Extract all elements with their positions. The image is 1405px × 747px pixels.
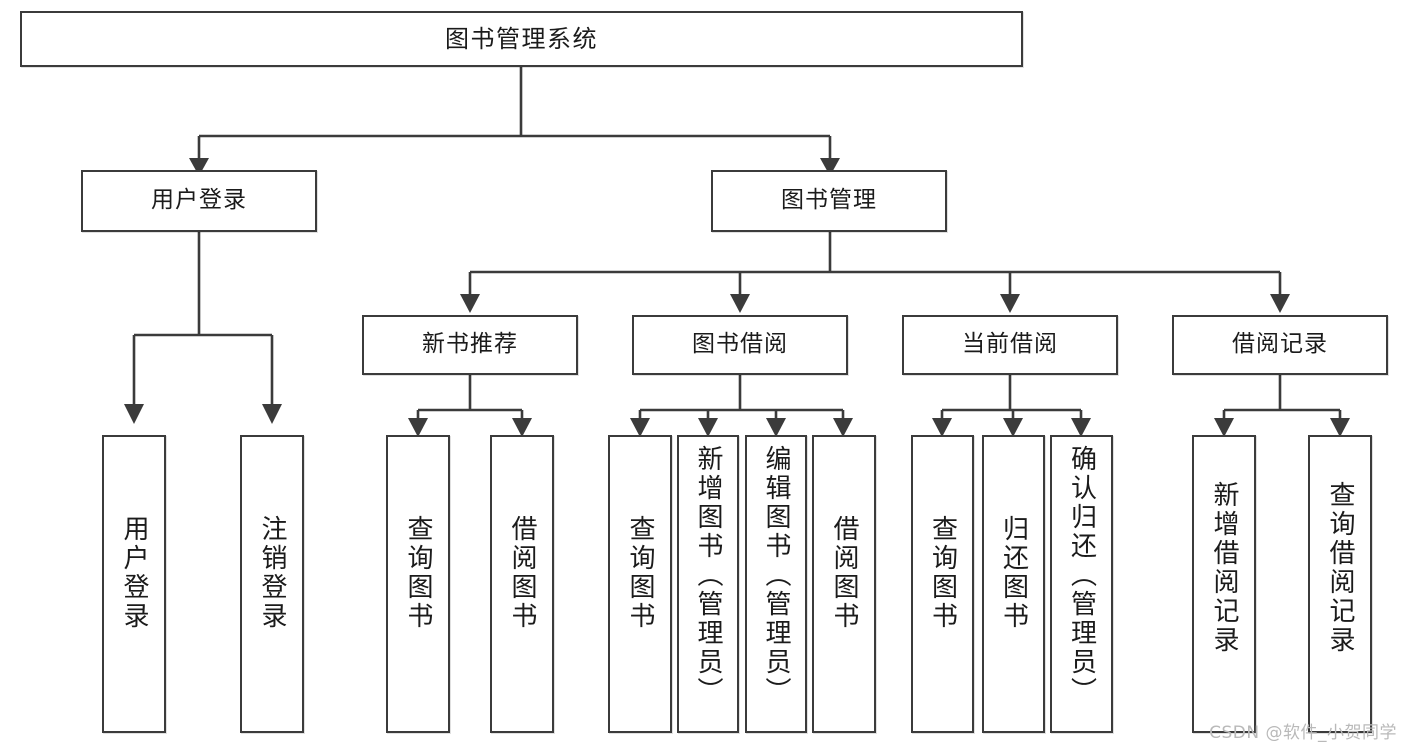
node-label: 注销登录 [257,515,287,631]
leaf-logout[interactable]: 注销登录 [240,435,304,733]
node-label: 用户登录 [151,187,247,214]
leaf-edit-book-admin[interactable]: 编辑图书（管理员） [745,435,807,733]
node-label: 查询图书 [625,515,655,631]
node-label: 借阅图书 [829,515,859,631]
node-book-borrow[interactable]: 图书借阅 [632,315,848,375]
node-label: 借阅记录 [1232,331,1328,358]
leaf-user-login[interactable]: 用户登录 [102,435,166,733]
leaf-query-borrow-record[interactable]: 查询借阅记录 [1308,435,1372,733]
node-label: 新增借阅记录 [1209,481,1239,655]
leaf-borrow-book-borrow[interactable]: 借阅图书 [812,435,876,733]
leaf-query-book-recommendation[interactable]: 查询图书 [386,435,450,733]
node-label: 确认归还（管理员） [1066,445,1097,706]
node-label: 当前借阅 [962,331,1058,358]
node-label: 新增图书（管理员） [693,445,723,706]
leaf-return-book[interactable]: 归还图书 [982,435,1045,733]
node-label: 图书管理系统 [445,24,598,53]
leaf-confirm-return-admin[interactable]: 确认归还（管理员） [1050,435,1113,733]
node-label: 图书管理 [781,187,877,214]
node-current-borrow[interactable]: 当前借阅 [902,315,1118,375]
leaf-add-book-admin[interactable]: 新增图书（管理员） [677,435,739,733]
node-user-login[interactable]: 用户登录 [81,170,317,232]
node-label: 新书推荐 [422,331,518,358]
node-borrow-record[interactable]: 借阅记录 [1172,315,1388,375]
node-new-book-recommendation[interactable]: 新书推荐 [362,315,578,375]
leaf-borrow-book-recommendation[interactable]: 借阅图书 [490,435,554,733]
leaf-add-borrow-record[interactable]: 新增借阅记录 [1192,435,1256,733]
node-label: 图书借阅 [692,331,788,358]
node-label: 归还图书 [998,515,1029,631]
node-label: 查询图书 [403,515,433,631]
node-label: 借阅图书 [507,515,537,631]
node-label: 编辑图书（管理员） [761,445,791,706]
node-label: 查询借阅记录 [1325,481,1355,655]
node-label: 用户登录 [119,515,149,631]
leaf-query-book-current[interactable]: 查询图书 [911,435,974,733]
node-book-management[interactable]: 图书管理 [711,170,947,232]
node-root-system[interactable]: 图书管理系统 [20,11,1023,67]
node-label: 查询图书 [927,515,958,631]
leaf-query-book-borrow[interactable]: 查询图书 [608,435,672,733]
